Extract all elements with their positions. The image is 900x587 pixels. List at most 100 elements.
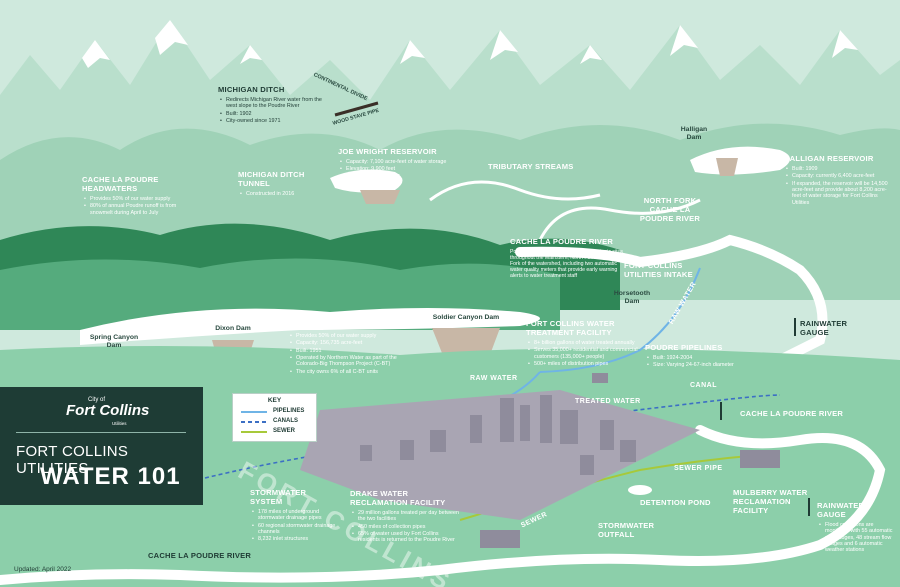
drake-bullet: 65% of water used by Fort Collins reside…	[352, 531, 460, 544]
key-swatch-pipelines	[241, 411, 267, 413]
poudre-river-text: Poudre River water is monitored at strat…	[510, 248, 624, 280]
joe-wright-bullet: Capacity: 7,100 acre-feet of water stora…	[340, 159, 448, 166]
poudre-river-title: CACHE LA POUDRE RIVER	[510, 237, 614, 246]
halligan-dam	[716, 158, 738, 176]
pipelines-title: POUDRE PIPELINES	[645, 343, 723, 352]
treatment-facility-building	[592, 373, 608, 383]
michigan-ditch-bullet: Redirects Michigan River water from the …	[220, 97, 328, 110]
logo-utilities-text: Utilities	[112, 421, 127, 426]
headwaters-bullet: Provides 50% of our water supply	[84, 196, 182, 203]
title-line-2: WATER 101	[40, 463, 181, 490]
title-panel: City of Fort Collins Utilities FORT COLL…	[0, 387, 203, 505]
detention-pond	[628, 485, 652, 495]
label-horsetooth-dam: Horsetooth Dam	[613, 290, 651, 306]
label-treatment-facility: FORT COLLINS WATER TREATMENT FACILITY 8+…	[526, 319, 644, 368]
label-soldier-canyon: Soldier Canyon Dam	[432, 314, 500, 321]
michigan-ditch-bullet: City-owned since 1971	[220, 118, 328, 125]
michigan-ditch-bullet: Built: 1902	[220, 111, 328, 118]
horsetooth-bullet: Capacity: 156,735 acre-feet	[290, 340, 398, 347]
joe-wright-bullet: City-owned since 1971	[340, 174, 448, 181]
label-halligan-dam: Halligan Dam	[680, 126, 708, 142]
stormwater-title: STORMWATER SYSTEM	[250, 488, 307, 506]
drake-bullet: 450 miles of collection pipes	[352, 524, 460, 531]
label-mulberry: MULBERRY WATER RECLAMATION FACILITY	[733, 488, 808, 515]
rain-gauge-icon-2	[720, 402, 722, 420]
pipelines-bullet: Size: Varying 24-67-inch diameter	[647, 362, 755, 369]
tributary-streams	[429, 180, 701, 241]
joe-wright-bullet: Elevation: 9,900 feet	[340, 166, 448, 173]
label-stormwater-outfall: STORMWATER OUTFALL	[598, 521, 655, 539]
key-title: KEY	[267, 397, 282, 404]
key-label-canals: CANALS	[273, 418, 298, 424]
rain-gauge-icon	[794, 318, 796, 336]
halligan-bullet: Built: 1909	[786, 166, 890, 173]
headwaters-title: CACHE LA POUDRE HEADWATERS	[82, 175, 159, 193]
drake-facility-building	[480, 530, 520, 548]
treatment-bullet: 8+ billion gallons of water treated annu…	[528, 340, 644, 347]
label-stormwater: STORMWATER SYSTEM 178 miles of undergrou…	[250, 488, 340, 544]
label-raw-water: RAW WATER	[470, 375, 518, 382]
halligan-title: HALLIGAN RESERVOIR	[784, 154, 874, 163]
logo-fort-collins: Fort Collins	[66, 402, 150, 419]
label-rain-gauge-bottom: RAINWATER GAUGE Flood conditions are mon…	[817, 501, 895, 555]
michigan-ditch-title: MICHIGAN DITCH	[218, 85, 285, 94]
stormwater-bullet: 60 regional stormwater drainage channels	[252, 523, 340, 536]
michigan-tunnel-bullet: Constructed in 2016	[240, 191, 308, 198]
joe-wright-title: JOE WRIGHT RESERVOIR	[338, 147, 437, 156]
drake-title: DRAKE WATER RECLAMATION FACILITY	[350, 489, 446, 507]
label-headwaters: CACHE LA POUDRE HEADWATERS Provides 50% …	[82, 175, 182, 217]
key-label-sewer: SEWER	[273, 428, 296, 434]
treatment-bullet: 500+ miles of distribution pipes	[528, 361, 644, 368]
key-label-pipelines: PIPELINES	[273, 408, 305, 414]
stormwater-bullet: 8,232 inlet structures	[252, 536, 340, 543]
horsetooth-bullet: Operated by Northern Water as part of th…	[290, 355, 398, 368]
treatment-bullet: Serves 35,000+ residential and commercia…	[528, 347, 644, 360]
label-michigan-ditch: MICHIGAN DITCH Redirects Michigan River …	[218, 85, 328, 125]
stormwater-bullet: 178 miles of underground stormwater drai…	[252, 509, 340, 522]
logo-city-text: City of	[88, 397, 106, 403]
horsetooth-bullet: Provides 50% of our water supply	[290, 333, 398, 340]
rain-gauge-bottom-bullet: Flood conditions are monitored with 55 a…	[819, 522, 895, 554]
label-utilities-intake: FORT COLLINS UTILITIES INTAKE	[624, 261, 693, 279]
label-detention-pond: DETENTION POND	[640, 498, 711, 507]
rain-gauge-icon-3	[808, 498, 810, 516]
horsetooth-title: HORSETOOTH RESERVOIR	[288, 321, 393, 330]
treatment-title: FORT COLLINS WATER TREATMENT FACILITY	[526, 319, 615, 337]
title-line-1: FORT COLLINS UTILITIES	[16, 443, 129, 477]
halligan-bullet: If expanded, the reservoir will be 14,50…	[786, 181, 890, 207]
label-poudre-river: CACHE LA POUDRE RIVER Poudre River water…	[510, 237, 628, 280]
legend-key: KEY PIPELINES CANALS SEWER	[232, 393, 317, 442]
headwaters-bullet: 80% of annual Poudre runoff is from snow…	[84, 203, 182, 216]
label-tributary-streams: TRIBUTARY STREAMS	[488, 162, 574, 171]
label-michigan-tunnel: MICHIGAN DITCH TUNNEL Constructed in 201…	[238, 170, 308, 198]
label-canal: CANAL	[690, 382, 717, 389]
updated-date: Updated: April 2022	[14, 566, 72, 573]
joe-wright-dam	[360, 190, 400, 204]
city-buildings	[360, 395, 636, 475]
label-north-fork: NORTH FORK CACHE LA POUDRE RIVER	[639, 196, 701, 223]
label-treated-water: TREATED WATER	[575, 398, 641, 405]
horsetooth-reservoir	[80, 308, 540, 345]
label-river-right: CACHE LA POUDRE RIVER	[740, 409, 844, 418]
key-swatch-canals	[241, 421, 267, 423]
pipelines-bullet: Built: 1924-2004	[647, 355, 755, 362]
drake-bullet: 29 million gallons treated per day betwe…	[352, 510, 460, 523]
mulberry-facility-building	[740, 450, 780, 468]
label-spring-canyon: Spring Canyon Dam	[89, 334, 139, 350]
label-sewer-pipe: SEWER PIPE	[674, 465, 723, 472]
label-halligan: HALLIGAN RESERVOIR Built: 1909 Capacity:…	[784, 154, 890, 207]
horsetooth-bullet: The city owns 6% of all C-BT units	[290, 369, 398, 376]
label-poudre-pipelines: POUDRE PIPELINES Built: 1924-2004 Size: …	[645, 343, 755, 370]
rain-gauge-bottom-title: RAINWATER GAUGE	[817, 501, 865, 519]
horsetooth-bullet: Built: 1951	[290, 348, 398, 355]
label-drake: DRAKE WATER RECLAMATION FACILITY 29 mill…	[350, 489, 460, 545]
label-horsetooth: HORSETOOTH RESERVOIR Provides 50% of our…	[288, 321, 398, 376]
halligan-lake	[690, 146, 790, 175]
key-swatch-sewer	[241, 431, 267, 433]
michigan-tunnel-title: MICHIGAN DITCH TUNNEL	[238, 170, 305, 188]
label-river-bottom: CACHE LA POUDRE RIVER	[148, 551, 252, 560]
label-rain-gauge-top: RAINWATER GAUGE	[800, 319, 848, 337]
label-dixon-dam: Dixon Dam	[215, 325, 251, 332]
